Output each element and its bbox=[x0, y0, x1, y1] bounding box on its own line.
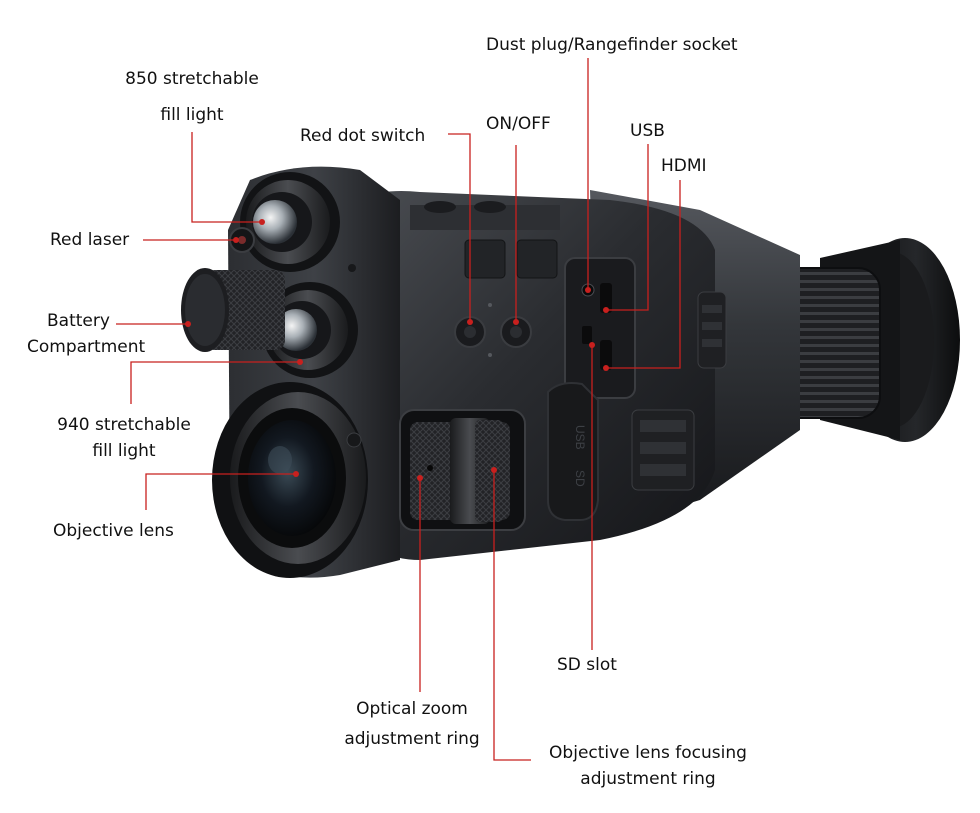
leader-dot bbox=[589, 342, 595, 348]
leader-usb bbox=[606, 144, 649, 311]
label-dust-plug: Dust plug/Rangefinder socket bbox=[486, 35, 738, 55]
fill-light-940 bbox=[262, 282, 358, 378]
label-line: adjustment ring bbox=[344, 729, 480, 749]
battery-compartment-cap bbox=[181, 268, 285, 352]
leader-fill-850 bbox=[191, 132, 262, 223]
label-red-laser: Red laser bbox=[50, 230, 130, 250]
screw bbox=[346, 432, 362, 448]
zoom-ring-window bbox=[399, 409, 526, 531]
leader-dot bbox=[233, 237, 239, 243]
label-line: fill light bbox=[160, 105, 224, 125]
leader-objective-lens bbox=[145, 473, 296, 510]
leader-dot bbox=[603, 365, 609, 371]
leader-dot bbox=[585, 287, 591, 293]
top-button bbox=[424, 201, 456, 213]
leader-dot bbox=[603, 307, 609, 313]
flap-usb-text: USB bbox=[573, 425, 587, 450]
label-optical-zoom-ring: Optical zoom adjustment ring bbox=[344, 696, 479, 752]
side-rail bbox=[631, 409, 695, 491]
label-fill-light-940: 940 stretchable fill light bbox=[57, 412, 191, 464]
label-battery-compartment: Battery Compartment bbox=[27, 308, 145, 360]
label-line: Compartment bbox=[27, 337, 146, 357]
label-line: 850 stretchable bbox=[125, 69, 259, 89]
label-red-dot-switch: Red dot switch bbox=[300, 126, 426, 146]
leader-red-dot-switch bbox=[448, 133, 471, 322]
label-line: 940 stretchable bbox=[57, 415, 191, 435]
label-on-off: ON/OFF bbox=[486, 114, 551, 134]
leader-dot bbox=[259, 219, 265, 225]
leader-dot bbox=[293, 471, 299, 477]
leader-hdmi bbox=[606, 180, 681, 369]
leader-dot bbox=[513, 319, 519, 325]
leader-dot bbox=[185, 321, 191, 327]
leader-dot bbox=[297, 359, 303, 365]
screw bbox=[348, 264, 356, 272]
top-button bbox=[474, 201, 506, 213]
objective-lens bbox=[212, 382, 368, 578]
label-line: adjustment ring bbox=[580, 769, 716, 789]
flap-sd-text: SD bbox=[573, 470, 587, 487]
label-sd-slot: SD slot bbox=[557, 655, 617, 675]
top-rail bbox=[697, 291, 727, 369]
port-panel bbox=[564, 257, 636, 399]
leader-dot bbox=[491, 467, 497, 473]
label-line: Objective lens focusing bbox=[549, 743, 747, 763]
label-usb: USB bbox=[630, 121, 665, 141]
leader-dot bbox=[467, 319, 473, 325]
label-fill-light-850: 850 stretchable fill light bbox=[125, 66, 259, 128]
label-hdmi: HDMI bbox=[661, 156, 707, 176]
label-line: fill light bbox=[92, 441, 156, 461]
label-line: Battery bbox=[47, 311, 110, 331]
label-focus-ring: Objective lens focusing adjustment ring bbox=[549, 740, 747, 792]
label-line: Optical zoom bbox=[356, 699, 468, 719]
fill-light-850 bbox=[240, 172, 340, 272]
label-objective-lens: Objective lens bbox=[53, 521, 174, 541]
leader-focus-ring bbox=[493, 470, 531, 761]
leader-fill-940 bbox=[130, 361, 300, 404]
leader-dot bbox=[417, 475, 423, 481]
